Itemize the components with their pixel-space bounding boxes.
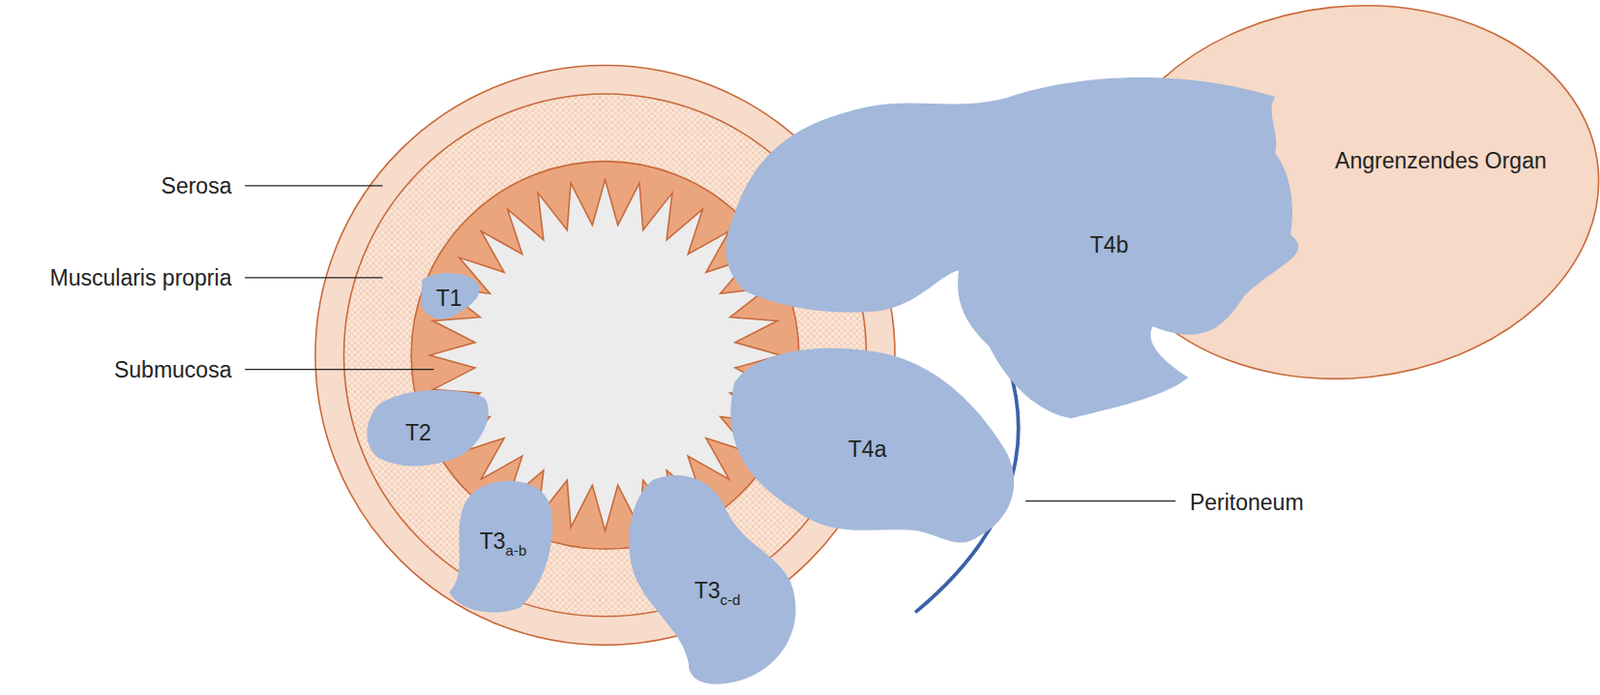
tumor-t3ab: T3a-b xyxy=(441,469,562,618)
node-label: T2 xyxy=(405,421,432,445)
node-label: T4b xyxy=(1090,234,1129,257)
stage-label: T3 xyxy=(694,576,721,602)
lumen xyxy=(429,179,781,532)
layer-label: Muscularis propria xyxy=(50,266,233,289)
node-label: T1 xyxy=(436,287,463,310)
stage-label: T2 xyxy=(405,419,432,445)
node-label: Angrenzendes Organ xyxy=(1334,148,1547,172)
layer-label: Peritoneum xyxy=(1189,490,1304,513)
stage-label: T1 xyxy=(436,285,463,311)
tumor-t4a: T4a xyxy=(713,336,1031,557)
stage-label: T4a xyxy=(848,436,888,462)
tumor-t3cd: T3c-d xyxy=(617,464,806,691)
tumor-t1: T1 xyxy=(413,265,487,328)
shape-fill xyxy=(420,272,479,319)
leader-line xyxy=(244,368,434,370)
tumor-t2: T2 xyxy=(356,379,501,476)
stage-label: T3 xyxy=(479,528,506,554)
shape-fill xyxy=(628,474,796,684)
stage-label: T4b xyxy=(1090,232,1129,258)
leader-line xyxy=(244,276,383,278)
layer-label: Submucosa xyxy=(114,357,232,381)
subscript-text: c-d xyxy=(720,590,741,607)
shape-fill xyxy=(731,348,1015,543)
subscript-text: a-b xyxy=(505,541,528,559)
node-label: T3c-d xyxy=(694,578,741,601)
node-label: T3a-b xyxy=(479,530,528,553)
shape-fill xyxy=(367,389,490,466)
shape-fill xyxy=(448,480,553,613)
stage-label: Angrenzendes Organ xyxy=(1334,147,1547,173)
node-label: T4a xyxy=(848,438,888,461)
leader-line xyxy=(244,184,383,186)
layer-label: Serosa xyxy=(161,174,233,197)
leader-line xyxy=(1025,500,1176,502)
